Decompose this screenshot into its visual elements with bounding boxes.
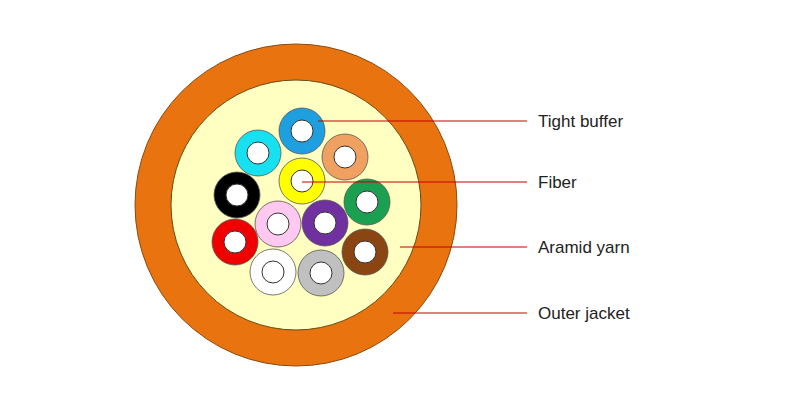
fiber-core [262, 261, 284, 283]
fiber-core [224, 231, 246, 253]
tight-buffer [235, 130, 281, 176]
tight-buffer [322, 134, 368, 180]
fiber-core [356, 191, 378, 213]
tight-buffer [298, 250, 344, 296]
tight-buffer [279, 108, 325, 154]
fiber-core [334, 146, 356, 168]
part-label: Fiber [538, 174, 577, 191]
leader-line [400, 247, 527, 248]
fiber-core [314, 212, 336, 234]
part-label: Outer jacket [538, 305, 630, 322]
tight-buffer [302, 200, 348, 246]
fiber-core [267, 213, 289, 235]
part-label: Aramid yarn [538, 239, 630, 256]
fiber-group [212, 108, 390, 296]
leader-line [393, 313, 527, 314]
tight-buffer [344, 179, 390, 225]
tight-buffer [212, 219, 258, 265]
fiber-core [247, 142, 269, 164]
aramid-yarn [171, 80, 421, 330]
leader-lines [302, 121, 527, 313]
part-label: Tight buffer [538, 113, 623, 130]
tight-buffer [255, 201, 301, 247]
tight-buffer [279, 158, 325, 204]
tight-buffer [250, 249, 296, 295]
outer-jacket [135, 44, 457, 366]
tight-buffer [214, 172, 260, 218]
tight-buffer [342, 229, 388, 275]
fiber-core [291, 170, 313, 192]
fiber-core [310, 262, 332, 284]
fiber-core [226, 184, 248, 206]
leader-line [302, 182, 527, 183]
leader-line [318, 121, 527, 122]
fiber-core [291, 120, 313, 142]
fiber-core [354, 241, 376, 263]
